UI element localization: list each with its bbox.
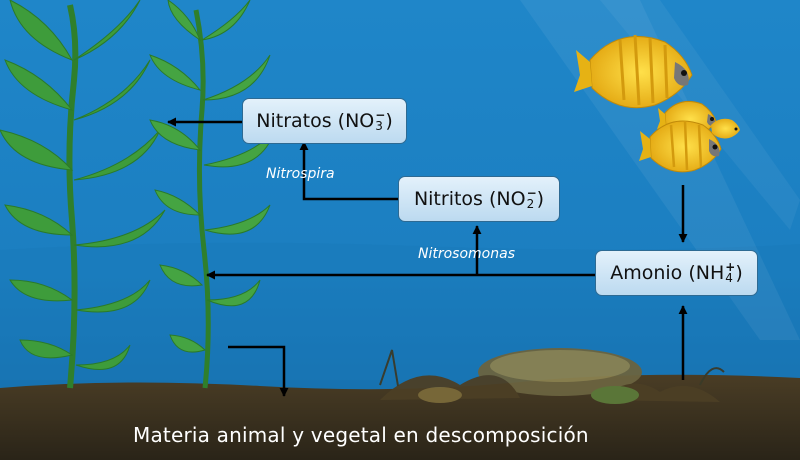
nitratos-ion: −3: [375, 108, 386, 133]
kelp-plant-center: [149, 0, 276, 389]
amonio-ion: +4: [725, 260, 736, 285]
butterflyfish-large: [574, 34, 693, 109]
amonio-label: Amonio (NH: [610, 262, 725, 284]
butterflyfish-tiny: [711, 118, 740, 139]
sediment-caption: Materia animal y vegetal en descomposici…: [133, 423, 589, 447]
nitritos-subscript: 2: [526, 196, 535, 211]
nitratos-close: ): [385, 110, 393, 132]
nitratos-node: Nitratos (NO−3): [242, 98, 407, 144]
nitritos-label: Nitritos (NO: [413, 188, 526, 210]
nitritos-close: ): [536, 188, 545, 210]
kelp-plant-left: [0, 0, 166, 389]
decaying-matter: [379, 348, 725, 404]
arrow-nitritos-to-nitratos: [299, 141, 398, 201]
arrow-plant-to-sediment: [228, 345, 289, 397]
nitratos-charge: −: [375, 108, 386, 123]
nitrospira-label: Nitrospira: [266, 166, 335, 182]
flow-arrows: [167, 117, 688, 397]
butterflyfish-medium: [639, 120, 722, 173]
amonio-close: ): [735, 262, 743, 284]
amonio-subscript: 4: [725, 270, 733, 285]
nitritos-ion: −2: [526, 186, 537, 211]
nitritos-node: Nitritos (NO−2): [398, 176, 560, 222]
nitrosomonas-label: Nitrosomonas: [418, 246, 515, 262]
nitratos-subscript: 3: [375, 118, 383, 133]
amonio-charge: +: [725, 260, 736, 275]
nitritos-charge: −: [526, 186, 537, 201]
amonio-node: Amonio (NH+4): [595, 250, 758, 296]
nitratos-label: Nitratos (NO: [256, 110, 375, 132]
